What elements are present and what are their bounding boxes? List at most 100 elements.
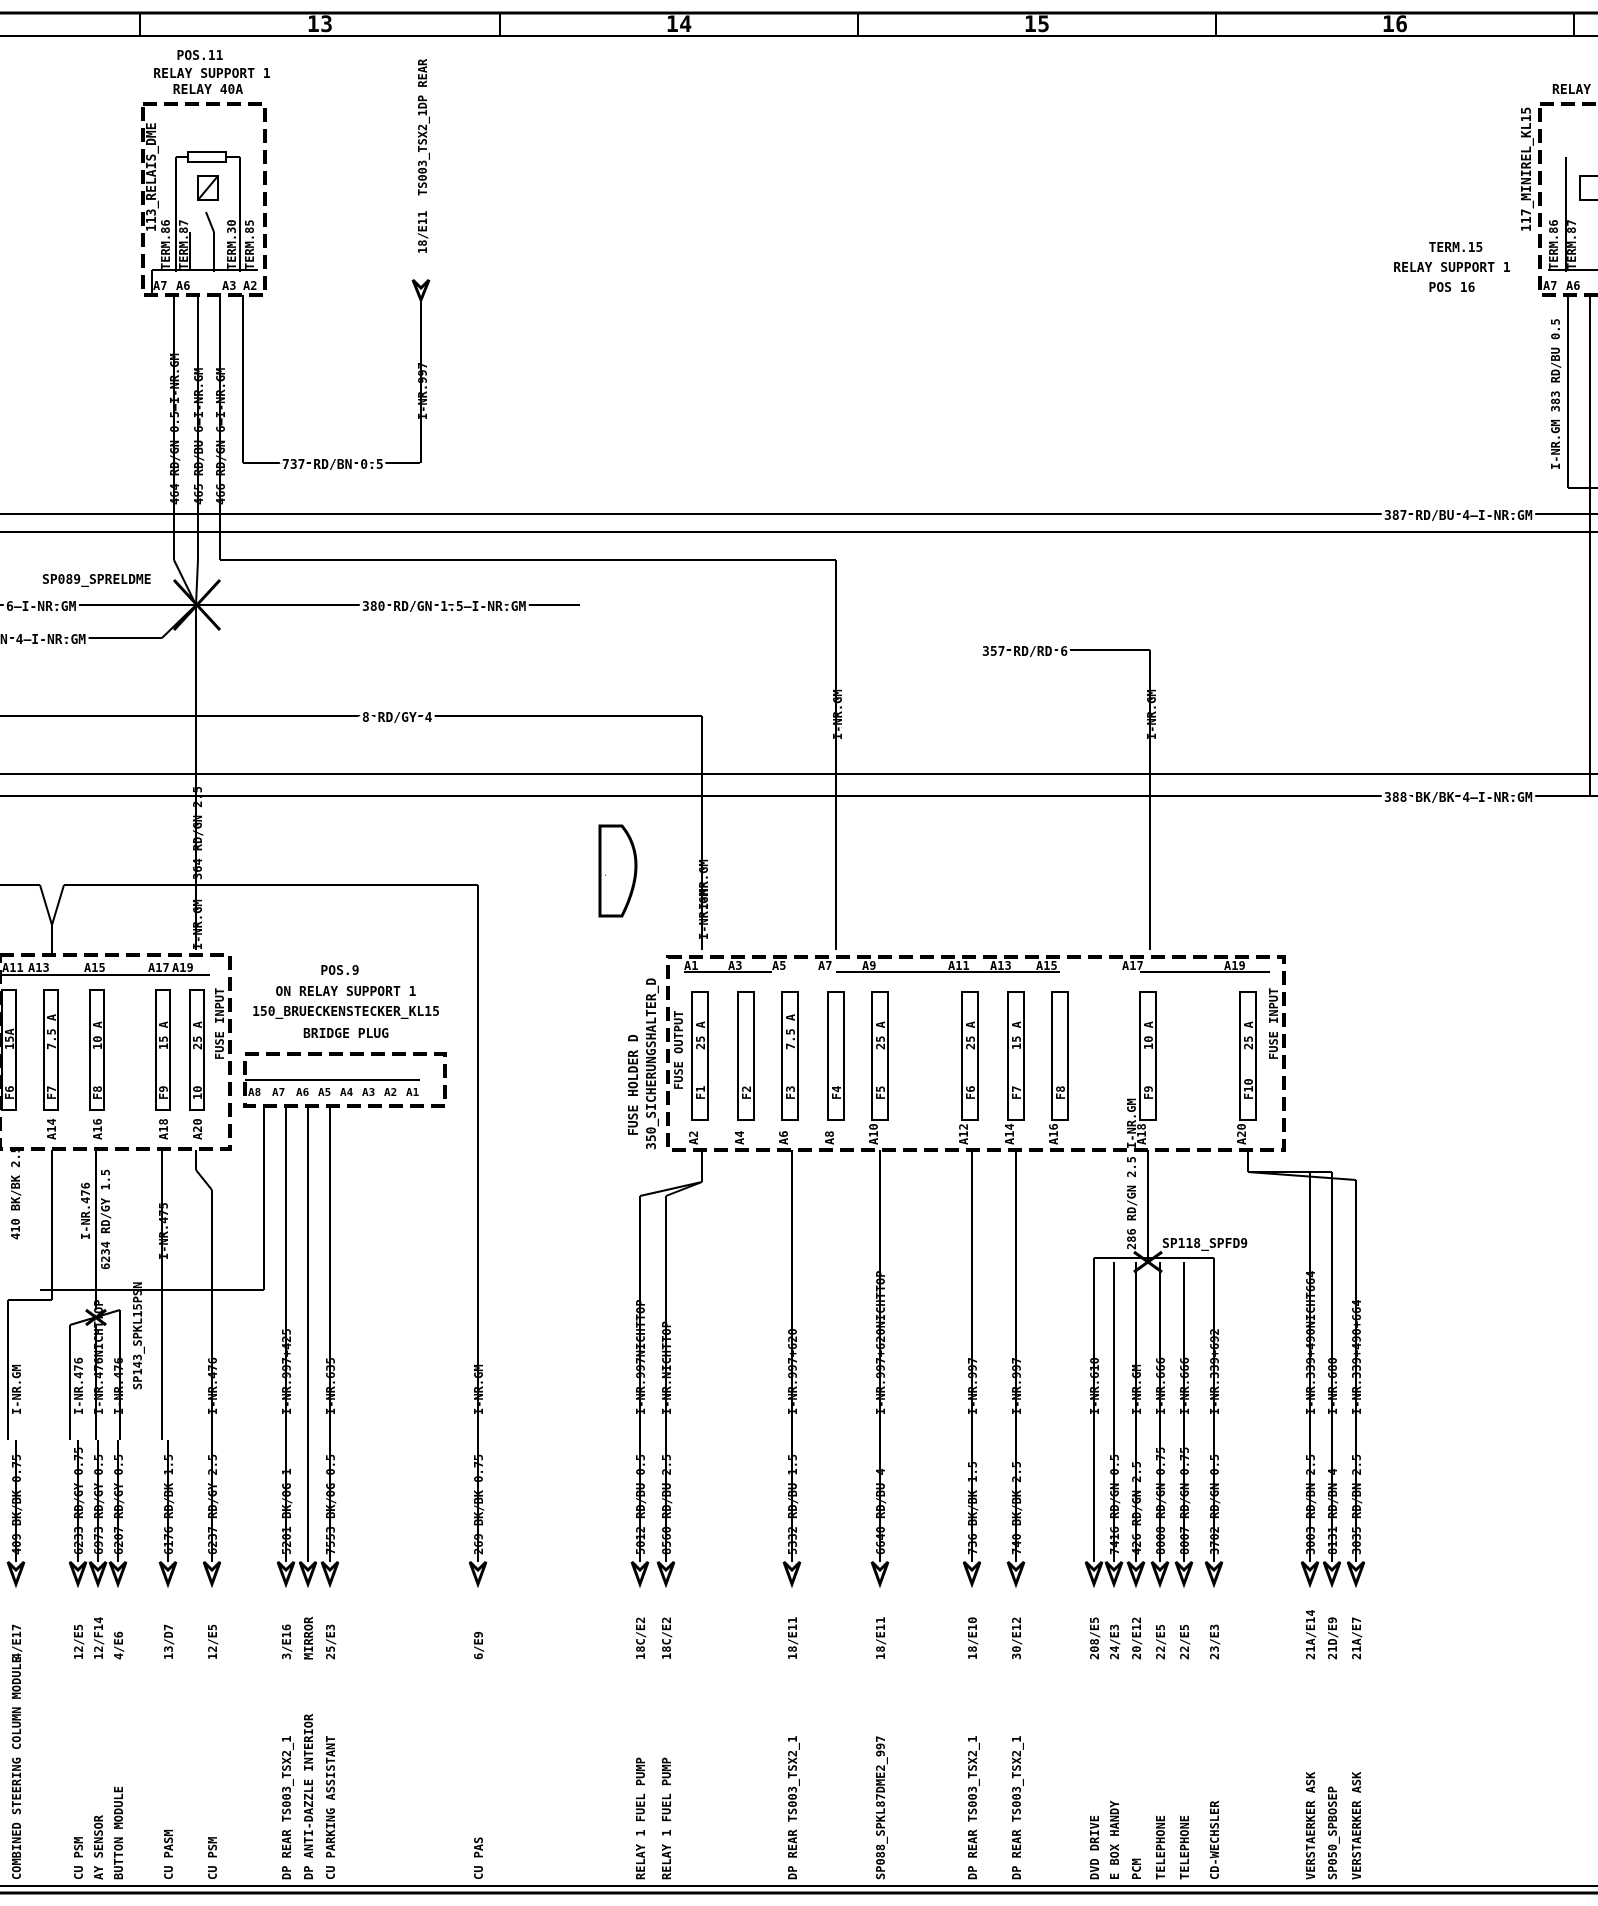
branch-3-wire: I-NR.476 — [112, 1357, 126, 1415]
fuse-d-id: 350_SICHERUNGSHALTER_D — [645, 978, 660, 1150]
fuse-d-pin-a6: A6 — [777, 1131, 791, 1145]
fuse-d-f7: F7 — [1010, 1086, 1024, 1100]
left-pin-a16: A16 — [91, 1118, 105, 1140]
relay-117-id: 117_MINIREL_KL15 — [1520, 107, 1535, 232]
fuse-d-f5: F5 — [874, 1086, 888, 1100]
fuse-d-f6: F6 — [964, 1086, 978, 1100]
bridge-l1: POS.9 — [320, 964, 359, 979]
branch-14-connector-icon — [962, 1560, 982, 1589]
branch-10-connector-icon — [630, 1560, 650, 1589]
branch-18-dest: PCM — [1130, 1858, 1144, 1880]
fuse-d-letter-shape — [598, 824, 638, 918]
fuse-d-f3: F3 — [784, 1086, 798, 1100]
branch-10-ref: 18C/E2 — [634, 1617, 648, 1660]
branch-21-connector-icon — [1204, 1560, 1224, 1589]
branch-2-ref: 12/F14 — [92, 1617, 106, 1660]
bridge-pin-a7: A7 — [272, 1086, 285, 1099]
fuse-d-pin-a4: A4 — [733, 1131, 747, 1145]
branch-13-ref: 18/E11 — [874, 1617, 888, 1660]
branch-22-connector-icon — [1300, 1560, 1320, 1589]
branch-6-wire: I-NR.997+425 — [280, 1328, 294, 1415]
branch-9-ref: 6/E9 — [472, 1631, 486, 1660]
sheet-frame: 13 14 15 16 — [0, 11, 1598, 1895]
branch-8-ref: 25/E3 — [324, 1624, 338, 1660]
left-pin-a11: A11 — [2, 961, 24, 975]
bridge-pin-a1: A1 — [406, 1086, 420, 1099]
branch-0-wire: I-NR.GM — [10, 1364, 24, 1415]
branch-17: 7416 RD/GN 0.524/E3E BOX HANDY — [1104, 1440, 1124, 1880]
branch-5-dest: CU PSM — [206, 1837, 220, 1880]
bridge-pin-a3: A3 — [362, 1086, 375, 1099]
branch-20-wire: I-NR.666 — [1178, 1357, 1192, 1415]
relay-113-term-86: TERM.86 — [159, 219, 173, 270]
fuse-d-pin-a15: A15 — [1036, 959, 1058, 973]
branch-21-wire: I-NR.339+692 — [1208, 1328, 1222, 1415]
branch-2-wire: I-NR.476NICHTTOP — [92, 1299, 106, 1415]
fuse-d-f10: F10 — [1242, 1078, 1256, 1100]
fuse-d-pin-a20: A20 — [1235, 1123, 1249, 1145]
branch-12-connector-icon — [782, 1560, 802, 1589]
branch-9-dest: CU PAS — [472, 1837, 486, 1880]
branch-11-connector-icon — [656, 1560, 676, 1589]
branch-23-dest: SP050_SPBOSEP — [1326, 1786, 1341, 1880]
wire-286: 286 RD/GN 2.5 I-NR.GM — [1125, 1098, 1139, 1250]
wire-476a: I-NR.476 — [79, 1182, 93, 1240]
bus-wires: 387 RD/BU 4—I-NR.GM SP089_SPRELDME 6—I-N… — [0, 325, 1598, 950]
branch-17-dest: E BOX HANDY — [1108, 1800, 1122, 1880]
fuse-d-f4: F4 — [830, 1086, 844, 1100]
branch-13-wire: I-NR.997+620NICHTTOP — [874, 1271, 888, 1416]
relay-117-term-86: TERM.86 — [1547, 219, 1561, 270]
branch-19-wire: I-NR.666 — [1154, 1357, 1168, 1415]
relay-113-pin-a7: A7 — [153, 279, 167, 293]
branch-19-dest: TELEPHONE — [1154, 1815, 1168, 1880]
relay-113-pin-a2: A2 — [243, 279, 257, 293]
wire-8: 8 RD/GY 4 — [362, 711, 433, 726]
branch-3-ref: 4/E6 — [112, 1631, 126, 1660]
branch-11-dest: RELAY 1 FUEL PUMP — [660, 1757, 674, 1880]
branch-6-dest: DP REAR TS003_TSX2_1 — [280, 1736, 295, 1881]
branch-2-connector-icon — [88, 1560, 108, 1589]
left-fuse-f6-amp: 15A — [3, 1028, 17, 1050]
relay-117-note-3: POS 16 — [1429, 281, 1476, 296]
left-pin-a20: A20 — [191, 1118, 205, 1140]
branch-18-wire: I-NR.GM — [1130, 1364, 1144, 1415]
branch-16-wire: I-NR.610 — [1088, 1357, 1102, 1415]
bridge-l2: ON RELAY SUPPORT 1 — [276, 985, 417, 1000]
fuse-d-f1: F1 — [694, 1086, 708, 1100]
branch-19-ref: 22/E5 — [1154, 1624, 1168, 1660]
fuse-d-f7-amp: 15 A — [1010, 1020, 1024, 1050]
fuse-d-pin-a1: A1 — [684, 959, 698, 973]
branch-5-connector-icon — [202, 1560, 222, 1589]
branch-7-ref: MIRROR — [302, 1616, 316, 1660]
left-pin-a18: A18 — [157, 1118, 171, 1140]
fuse-d-pin-a13: A13 — [990, 959, 1012, 973]
branch-23-wire: I-NR.680 — [1326, 1357, 1340, 1415]
fuse-holder-d: D FUSE HOLDER D 350_SICHERUNGSHALTER_D F… — [598, 824, 1286, 1152]
relay-117-term-87: TERM.87 — [1565, 219, 1579, 270]
relay-117-note-1: TERM.15 — [1429, 241, 1484, 256]
bridge-l3: 150_BRUECKENSTECKER_KL15 — [252, 1005, 440, 1020]
branch-23-ref: 21D/E9 — [1326, 1617, 1340, 1660]
left-fuse-f10: 10 — [191, 1086, 205, 1100]
relay-113-term-87: TERM.87 — [177, 219, 191, 270]
fuse-d-letter: D — [605, 875, 607, 877]
relay-113-dme: POS.11 RELAY SUPPORT 1 RELAY 40A 113_REL… — [141, 49, 420, 555]
branch-3-connector-icon — [108, 1560, 128, 1589]
bridge-l4: BRIDGE PLUG — [303, 1027, 389, 1042]
wire-357: 357 RD/RD 6 — [982, 645, 1068, 660]
relay-117-pin-a7: A7 — [1543, 279, 1557, 293]
branch-12-ref: 18/E11 — [786, 1617, 800, 1660]
branch-15-ref: 30/E12 — [1010, 1617, 1024, 1660]
ts003-connector: TS003_TSX2_1DP REAR 18/E11 I-NR.997 — [411, 58, 431, 463]
grid-col-13: 13 — [307, 13, 334, 38]
branch-14-wire: I-NR.997 — [966, 1357, 980, 1415]
relay-113-pin-a6: A6 — [176, 279, 190, 293]
